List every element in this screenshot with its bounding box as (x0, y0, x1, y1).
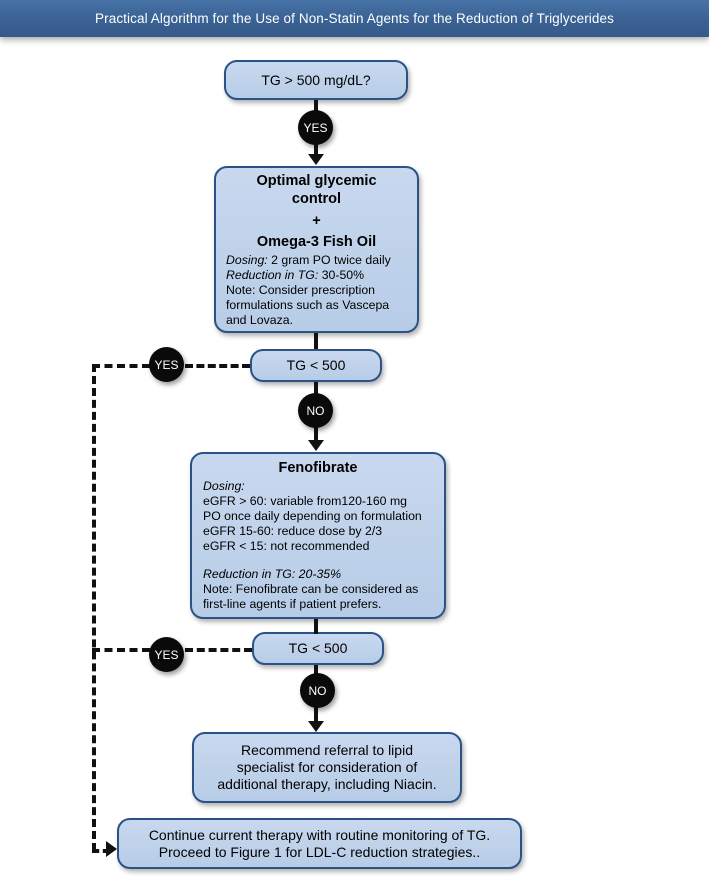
fenofibrate-dose-line-4: eGFR < 15: not recommended (203, 539, 370, 553)
omega-reduction-label: Reduction in TG: (226, 267, 319, 282)
continue-line-1: Continue current therapy with routine mo… (148, 826, 491, 843)
arrowhead-to-fenofibrate (308, 440, 324, 451)
node-tg-less-500-check-2: TG < 500 (252, 632, 384, 665)
decision-no-second: NO (300, 673, 335, 708)
fenofibrate-dose-line-2: PO once daily depending on formulation (203, 509, 422, 523)
connector-no-to-referral (314, 705, 318, 723)
dashed-yes-branch-1-right (185, 364, 250, 368)
decision-label: YES (154, 647, 179, 662)
connector-no-to-fenofibrate (314, 425, 318, 442)
fenofibrate-note-line-2: first-line agents if patient prefers. (203, 597, 382, 611)
omega-dosing-row: Dosing: 2 gram PO twice daily (226, 253, 391, 268)
dashed-yes-branch-2-right (185, 648, 252, 652)
referral-line-3: additional therapy, including Niacin. (217, 776, 437, 792)
decision-label: NO (308, 683, 327, 698)
connector-q1-to-yes (314, 100, 318, 114)
omega-reduction-row: Reduction in TG: 30-50% (226, 268, 391, 283)
omega-dosing-value: 2 gram PO twice daily (267, 252, 391, 267)
decision-yes-first: YES (149, 347, 184, 382)
dashed-yes-branch-1-left (92, 364, 150, 368)
omega-reduction-value: 30-50% (318, 267, 365, 282)
decision-yes-second: YES (149, 637, 184, 672)
fenofibrate-dosing-label: Dosing: (203, 479, 245, 493)
connector-yes-to-omega (314, 142, 318, 157)
fenofibrate-dose-line-3: eGFR 15-60: reduce dose by 2/3 (203, 524, 383, 538)
decision-yes-top: YES (298, 110, 333, 145)
arrowhead-to-omega (308, 154, 324, 165)
node-tg-less-500-check-1: TG < 500 (250, 349, 382, 382)
decision-label: YES (303, 120, 328, 135)
fenofibrate-title: Fenofibrate (278, 460, 358, 476)
node-referral-to-lipid-specialist: Recommend referral to lipid specialist f… (192, 732, 462, 803)
arrowhead-to-referral (308, 721, 324, 732)
dashed-bypass-vertical (92, 364, 96, 851)
omega-title: Omega-3 Fish Oil (256, 233, 377, 250)
decision-label: NO (306, 403, 325, 418)
connector-omega-to-check1 (314, 333, 318, 349)
page-title: Practical Algorithm for the Use of Non-S… (95, 11, 614, 26)
fenofibrate-note-line-1: Note: Fenofibrate can be considered as (203, 582, 419, 596)
connector-check2-to-no (314, 665, 318, 675)
node-continue-current-therapy: Continue current therapy with routine mo… (117, 818, 522, 869)
referral-line-1: Recommend referral to lipid (241, 742, 413, 758)
dashed-bypass-to-continue (92, 849, 110, 853)
decision-label: YES (154, 357, 179, 372)
decision-no-first: NO (298, 393, 333, 428)
omega-line-2: control (291, 190, 342, 207)
fenofibrate-spacer (203, 554, 433, 567)
connector-check1-to-no (314, 382, 318, 396)
omega-plus: + (312, 212, 321, 229)
referral-line-2: specialist for consideration of (236, 759, 418, 775)
omega-line-1: Optimal glycemic (256, 172, 377, 189)
fenofibrate-dose-line-1: eGFR > 60: variable from120-160 mg (203, 494, 408, 508)
node-tg-greater-500-question: TG > 500 mg/dL? (224, 60, 408, 100)
arrowhead-to-continue-box (106, 841, 117, 857)
omega-note-line-1: Note: Consider prescription (226, 282, 375, 297)
node-fenofibrate: Fenofibrate Dosing: eGFR > 60: variable … (190, 452, 446, 619)
node-omega-3-fish-oil: Optimal glycemic control + Omega-3 Fish … (214, 166, 419, 333)
fenofibrate-reduction: Reduction in TG: 20-35% (203, 567, 342, 581)
node-label: TG < 500 (286, 357, 346, 373)
node-label: TG < 500 (288, 640, 348, 656)
connector-fenofibrate-to-check2 (314, 619, 318, 634)
node-label: TG > 500 mg/dL? (261, 71, 371, 88)
dashed-yes-branch-2-left (92, 648, 150, 652)
omega-note-line-2: formulations such as Vascepa (226, 297, 390, 312)
continue-line-2: Proceed to Figure 1 for LDL-C reduction … (158, 843, 481, 860)
omega-dosing-label: Dosing: (226, 252, 268, 267)
title-banner: Practical Algorithm for the Use of Non-S… (0, 0, 709, 37)
omega-note-line-3: and Lovaza. (226, 312, 294, 327)
